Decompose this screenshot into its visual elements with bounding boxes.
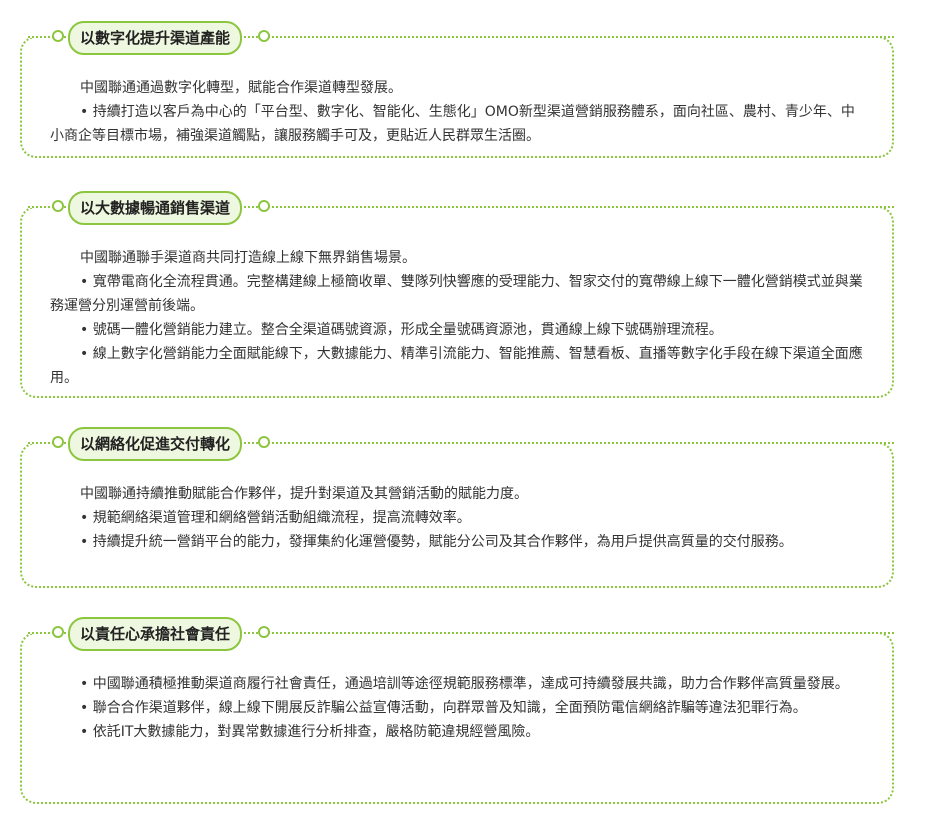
bullet-icon: • (80, 104, 93, 120)
section-title: 以責任心承擔社會責任 (68, 617, 243, 651)
section-big-data: 以大數據暢通銷售渠道 中國聯通聯手渠道商共同打造線上線下無界銷售場景。 • 寬帶… (20, 186, 894, 398)
list-item: • 線上數字化營銷能力全面賦能線下，大數據能力、精準引流能力、智能推薦、智慧看板… (50, 342, 864, 390)
bullet-text: 持續提升統一營銷平台的能力，發揮集約化運營優勢，賦能分公司及其合作夥伴，為用戶提… (92, 534, 793, 550)
bullet-icon: • (80, 700, 93, 716)
bullet-icon: • (80, 510, 93, 526)
bullet-text: 中國聯通積極推動渠道商履行社會責任，通過培訓等途徑規範服務標準，達成可持續發展共… (92, 676, 849, 692)
bullet-text: 規範網絡渠道管理和網絡營銷活動組織流程，提高流轉效率。 (92, 510, 471, 526)
list-item: • 依託IT大數據能力，對異常數據進行分析排查，嚴格防範違規經營風險。 (50, 720, 864, 744)
section-body: 中國聯通通過數字化轉型，賦能合作渠道轉型發展。 • 持續打造以客戶為中心的「平台… (50, 76, 864, 148)
list-item: • 號碼一體化營銷能力建立。整合全渠道碼號資源，形成全量號碼資源池，貫通線上線下… (50, 318, 864, 342)
list-item: • 持續打造以客戶為中心的「平台型、數字化、智能化、生態化」OMO新型渠道營銷服… (50, 100, 864, 148)
bullet-icon: • (80, 322, 93, 338)
section-responsibility: 以責任心承擔社會責任 • 中國聯通積極推動渠道商履行社會責任，通過培訓等途徑規範… (20, 612, 894, 804)
section-networking: 以網絡化促進交付轉化 中國聯通持續推動賦能合作夥伴，提升對渠道及其營銷活動的賦能… (20, 422, 894, 588)
section-digitalization: 以數字化提升渠道產能 中國聯通通過數字化轉型，賦能合作渠道轉型發展。 • 持續打… (20, 16, 894, 158)
bullet-icon: • (80, 724, 93, 740)
list-item: • 規範網絡渠道管理和網絡營銷活動組織流程，提高流轉效率。 (50, 506, 864, 530)
bullet-text: 聯合合作渠道夥伴，線上線下開展反詐騙公益宣傳活動，向群眾普及知識，全面預防電信網… (92, 700, 807, 716)
section-title: 以大數據暢通銷售渠道 (68, 191, 243, 225)
bullet-icon: • (80, 346, 93, 362)
bullet-circle-icon (258, 200, 270, 212)
divider (28, 632, 894, 634)
section-body: 中國聯通持續推動賦能合作夥伴，提升對渠道及其營銷活動的賦能力度。 • 規範網絡渠… (50, 482, 864, 554)
list-item: • 中國聯通積極推動渠道商履行社會責任，通過培訓等途徑規範服務標準，達成可持續發… (50, 672, 864, 696)
bullet-circle-icon (52, 200, 64, 212)
bullet-circle-icon (52, 626, 64, 638)
divider (28, 36, 894, 38)
bullet-icon: • (80, 676, 93, 692)
bullet-text: 寬帶電商化全流程貫通。完整構建線上極簡收單、雙隊列快響應的受理能力、智家交付的寬… (50, 274, 863, 314)
section-intro: 中國聯通持續推動賦能合作夥伴，提升對渠道及其營銷活動的賦能力度。 (80, 486, 528, 502)
bullet-circle-icon (52, 30, 64, 42)
bullet-circle-icon (258, 626, 270, 638)
bullet-text: 線上數字化營銷能力全面賦能線下，大數據能力、精準引流能力、智能推薦、智慧看板、直… (50, 346, 863, 386)
divider (28, 442, 894, 444)
section-intro: 中國聯通聯手渠道商共同打造線上線下無界銷售場景。 (80, 250, 416, 266)
section-title: 以數字化提升渠道產能 (68, 21, 243, 55)
section-title: 以網絡化促進交付轉化 (68, 427, 243, 461)
bullet-text: 持續打造以客戶為中心的「平台型、數字化、智能化、生態化」OMO新型渠道營銷服務體… (50, 104, 855, 144)
bullet-circle-icon (258, 30, 270, 42)
divider (28, 206, 894, 208)
list-item: • 持續提升統一營銷平台的能力，發揮集約化運營優勢，賦能分公司及其合作夥伴，為用… (50, 530, 864, 554)
section-body: • 中國聯通積極推動渠道商履行社會責任，通過培訓等途徑規範服務標準，達成可持續發… (50, 672, 864, 744)
section-body: 中國聯通聯手渠道商共同打造線上線下無界銷售場景。 • 寬帶電商化全流程貫通。完整… (50, 246, 864, 390)
list-item: • 寬帶電商化全流程貫通。完整構建線上極簡收單、雙隊列快響應的受理能力、智家交付… (50, 270, 864, 318)
section-intro: 中國聯通通過數字化轉型，賦能合作渠道轉型發展。 (80, 80, 402, 96)
list-item: • 聯合合作渠道夥伴，線上線下開展反詐騙公益宣傳活動，向群眾普及知識，全面預防電… (50, 696, 864, 720)
bullet-text: 號碼一體化營銷能力建立。整合全渠道碼號資源，形成全量號碼資源池，貫通線上線下號碼… (92, 322, 723, 338)
bullet-text: 依託IT大數據能力，對異常數據進行分析排查，嚴格防範違規經營風險。 (92, 724, 540, 740)
bullet-circle-icon (52, 436, 64, 448)
bullet-circle-icon (258, 436, 270, 448)
bullet-icon: • (80, 274, 93, 290)
bullet-icon: • (80, 534, 93, 550)
